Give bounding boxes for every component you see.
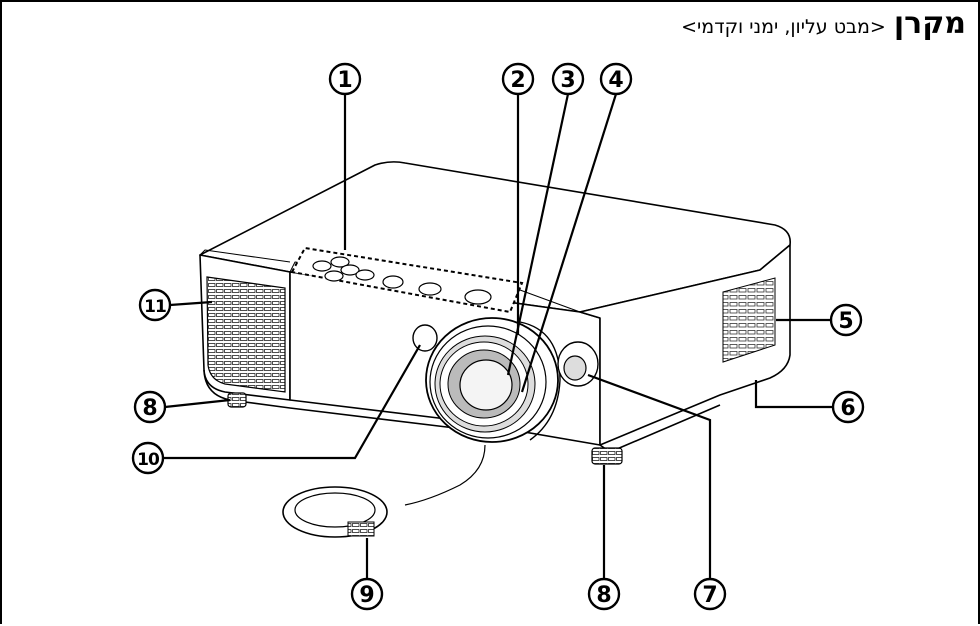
page-title: מקרן <מבט עליון, ימני וקדמי> bbox=[681, 6, 966, 41]
callout-markers: 1 2 3 4 5 6 7 8 bbox=[131, 62, 865, 611]
callout-4: 4 bbox=[599, 62, 633, 96]
callout-2: 2 bbox=[501, 62, 535, 96]
left-air-vent bbox=[206, 276, 286, 393]
remote-sensor bbox=[412, 324, 438, 352]
lens-shift-dial bbox=[557, 341, 599, 387]
callout-10: 10 bbox=[131, 441, 165, 475]
control-panel bbox=[290, 246, 524, 314]
lens-assembly bbox=[425, 317, 559, 443]
title-sub: <מבט עליון, ימני וקדמי> bbox=[681, 16, 886, 38]
callout-11: 11 bbox=[138, 288, 172, 322]
callout-3-label: 3 bbox=[560, 68, 575, 93]
adjustable-feet bbox=[227, 392, 623, 465]
callout-3: 3 bbox=[551, 62, 585, 96]
right-air-vent bbox=[722, 277, 776, 363]
callout-9: 9 bbox=[350, 577, 384, 611]
callout-10-label: 10 bbox=[137, 450, 160, 470]
leader-lines bbox=[163, 93, 832, 579]
callout-2-label: 2 bbox=[510, 68, 525, 93]
callout-8-left-label: 8 bbox=[142, 396, 157, 421]
callout-7: 7 bbox=[693, 577, 727, 611]
callout-6-label: 6 bbox=[840, 396, 855, 421]
title-main: מקרן bbox=[893, 6, 966, 41]
callout-11-label: 11 bbox=[144, 297, 166, 317]
callout-1-label: 1 bbox=[337, 68, 352, 93]
callout-8-left: 8 bbox=[133, 390, 167, 424]
callout-7-label: 7 bbox=[702, 583, 717, 608]
callout-1: 1 bbox=[328, 62, 362, 96]
callout-6: 6 bbox=[831, 390, 865, 424]
lens-cap bbox=[282, 444, 486, 538]
callout-8-right-label: 8 bbox=[596, 583, 611, 608]
callout-8-right: 8 bbox=[587, 577, 621, 611]
callout-4-label: 4 bbox=[608, 68, 623, 93]
callout-5: 5 bbox=[829, 303, 863, 337]
callout-9-label: 9 bbox=[359, 583, 374, 608]
callout-5-label: 5 bbox=[838, 309, 853, 334]
